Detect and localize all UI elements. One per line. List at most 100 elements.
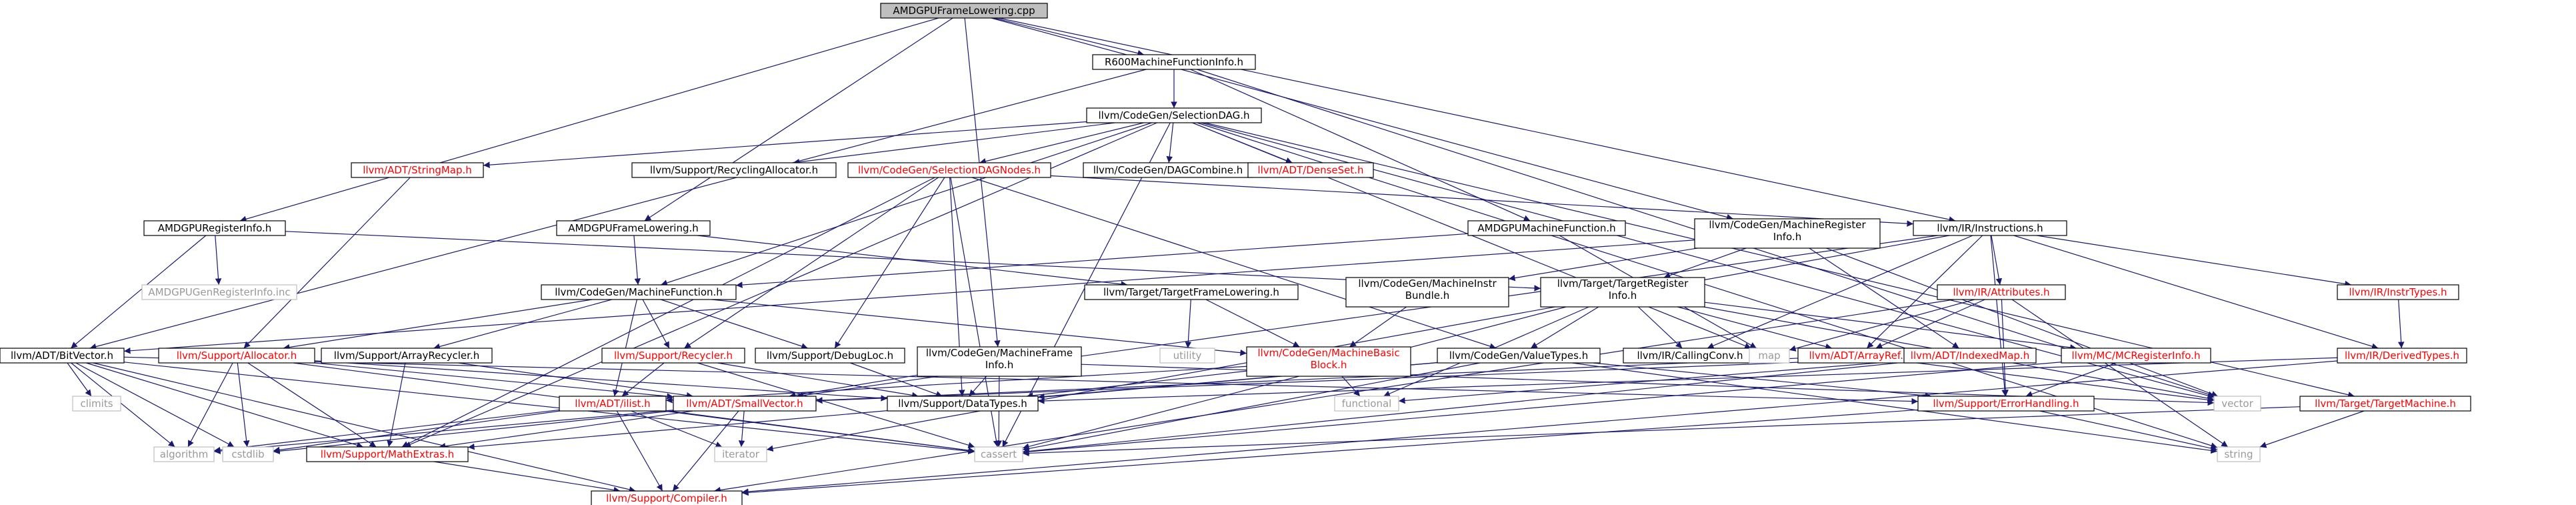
node-seldag[interactable]: llvm/CodeGen/SelectionDAG.h <box>1086 107 1262 123</box>
edge-root-to-mframeinfo <box>964 17 1001 348</box>
node-callingconv[interactable]: llvm/IR/CallingConv.h <box>1623 348 1757 364</box>
edge-allocator-to-mathextras <box>247 362 377 448</box>
node-box <box>591 490 743 505</box>
node-label: vector <box>2221 398 2253 410</box>
node-attributes[interactable]: llvm/IR/Attributes.h <box>1937 284 2066 300</box>
node-r600mfi[interactable]: R600MachineFunctionInfo.h <box>1092 54 1256 70</box>
node-valuetypes[interactable]: llvm/CodeGen/ValueTypes.h <box>1437 348 1601 364</box>
node-denseset[interactable]: llvm/ADT/DenseSet.h <box>1247 162 1374 178</box>
node-box <box>917 346 1082 377</box>
node-label: llvm/ADT/SmallVector.h <box>686 398 803 410</box>
node-debugloc[interactable]: llvm/Support/DebugLoc.h <box>755 348 905 364</box>
edge-instructions-to-derivedtypes <box>2013 235 2379 350</box>
edge-smallvector-to-cstdlib <box>273 410 674 454</box>
edge-stringmap-to-allocator <box>243 177 411 349</box>
edge-smallvector-to-iterator <box>738 410 745 448</box>
node-instrtypes[interactable]: llvm/IR/InstrTypes.h <box>2337 284 2459 300</box>
node-mathextras[interactable]: llvm/Support/MathExtras.h <box>306 446 469 462</box>
node-datatypes[interactable]: llvm/Support/DataTypes.h <box>887 396 1039 412</box>
node-amdgpuframelowering[interactable]: AMDGPUFrameLowering.h <box>556 220 711 236</box>
node-recycler[interactable]: llvm/Support/Recycler.h <box>601 348 745 364</box>
edge-allocator-to-smallvector <box>314 362 674 400</box>
edge-machinefunction-to-mbasicblock <box>711 299 1247 356</box>
node-box <box>1749 348 1790 364</box>
node-box <box>321 348 493 364</box>
node-machinefunction[interactable]: llvm/CodeGen/MachineFunction.h <box>541 284 737 300</box>
node-label: cstdlib <box>231 448 264 460</box>
node-targetmachine[interactable]: llvm/Target/TargetMachine.h <box>2299 396 2471 412</box>
node-label: llvm/ADT/ArrayRef.h <box>1809 350 1910 362</box>
edge-errorhandling-to-string <box>2039 410 2218 452</box>
edge-seldagnodes-to-mathextras <box>401 177 935 448</box>
edge-root-to-machinereginfo <box>991 17 1733 221</box>
node-label: llvm/CodeGen/MachineInstr <box>1358 278 1497 290</box>
node-label: llvm/ADT/StringMap.h <box>363 164 472 176</box>
node-errorhandling[interactable]: llvm/Support/ErrorHandling.h <box>1917 396 2095 412</box>
edge-mathextras-to-compiler <box>433 461 621 494</box>
node-label: llvm/ADT/DenseSet.h <box>1257 164 1363 176</box>
edge-layer <box>67 17 2405 496</box>
node-indexedmap[interactable]: llvm/ADT/IndexedMap.h <box>1903 348 2037 364</box>
node-ilist[interactable]: llvm/ADT/ilist.h <box>559 396 667 412</box>
node-label: AMDGPUFrameLowering.h <box>568 222 699 234</box>
node-stringmap[interactable]: llvm/ADT/StringMap.h <box>351 162 484 178</box>
node-box <box>601 348 745 364</box>
node-label: AMDGPURegisterInfo.h <box>158 222 272 234</box>
node-box <box>1694 218 1881 249</box>
edge-minstrbundle-to-mbasicblock <box>1349 306 1407 348</box>
node-box <box>1084 284 1299 300</box>
edge-attributes-to-string <box>2011 299 2229 448</box>
node-derivedtypes[interactable]: llvm/IR/DerivedTypes.h <box>2337 348 2467 364</box>
edge-valuetypes-to-errorhandling <box>1593 362 1932 399</box>
edge-mbasicblock-to-ilist <box>665 366 1247 404</box>
node-box <box>755 348 905 364</box>
edge-seldagnodes-to-recycler <box>684 177 939 349</box>
edge-derivedtypes-to-compiler <box>741 360 2338 495</box>
edge-tregisterinfo-to-callingconv <box>1637 306 1683 349</box>
edge-bitvector-to-cassert <box>123 362 975 454</box>
node-root[interactable]: AMDGPUFrameLowering.cpp <box>880 3 1048 19</box>
node-smallvector[interactable]: llvm/ADT/SmallVector.h <box>673 396 817 412</box>
node-bitvector[interactable]: llvm/ADT/BitVector.h <box>0 348 125 364</box>
node-mcreginfo[interactable]: llvm/MC/MCRegisterInfo.h <box>2061 348 2211 364</box>
node-label: llvm/IR/InstrTypes.h <box>2349 286 2447 298</box>
node-amdgpuregisterinfo[interactable]: AMDGPURegisterInfo.h <box>143 220 286 236</box>
node-tframelowering[interactable]: llvm/Target/TargetFrameLowering.h <box>1084 284 1299 300</box>
node-instructions[interactable]: llvm/IR/Instructions.h <box>1913 220 2067 236</box>
edge-recycler-to-datatypes <box>717 362 919 399</box>
node-vector: vector <box>2213 396 2261 412</box>
edge-attributes-to-map <box>1789 299 1975 352</box>
node-box <box>1345 277 1509 308</box>
node-dagcombine[interactable]: llvm/CodeGen/DAGCombine.h <box>1083 162 1253 178</box>
edge-mbasicblock-to-datatypes <box>1026 370 1247 399</box>
edge-recycler-to-ilist <box>621 362 665 397</box>
node-allocator[interactable]: llvm/Support/Allocator.h <box>158 348 315 364</box>
node-compiler[interactable]: llvm/Support/Compiler.h <box>591 490 743 505</box>
node-arrayref[interactable]: llvm/ADT/ArrayRef.h <box>1797 348 1921 364</box>
edge-machinereginfo-to-bitvector <box>123 239 1695 354</box>
edge-targetmachine-to-string <box>2259 410 2365 448</box>
node-label: llvm/IR/Instructions.h <box>1937 222 2043 234</box>
edge-debugloc-to-datatypes <box>850 362 943 398</box>
node-amdgpumachinefunction[interactable]: AMDGPUMachineFunction.h <box>1467 220 1626 236</box>
node-string: string <box>2217 446 2261 462</box>
node-label: functional <box>1342 398 1392 410</box>
node-seldagnodes[interactable]: llvm/CodeGen/SelectionDAGNodes.h <box>847 162 1051 178</box>
node-recyclingalloc[interactable]: llvm/Support/RecyclingAllocator.h <box>631 162 837 178</box>
node-label: llvm/CodeGen/SelectionDAG.h <box>1099 109 1250 121</box>
node-box <box>2217 446 2261 462</box>
edge-seldag-to-stringmap <box>483 121 1087 168</box>
node-label: llvm/Support/Compiler.h <box>606 492 727 504</box>
edge-tframelowering-to-utility <box>1185 299 1192 349</box>
node-functional: functional <box>1334 396 1399 412</box>
node-arrayrecycler[interactable]: llvm/Support/ArrayRecycler.h <box>321 348 493 364</box>
edge-mcreginfo-to-errorhandling <box>2025 362 2117 398</box>
node-label: llvm/CodeGen/SelectionDAGNodes.h <box>858 164 1041 176</box>
node-climits: climits <box>72 396 121 412</box>
edge-seldagnodes-to-debugloc <box>834 177 945 349</box>
